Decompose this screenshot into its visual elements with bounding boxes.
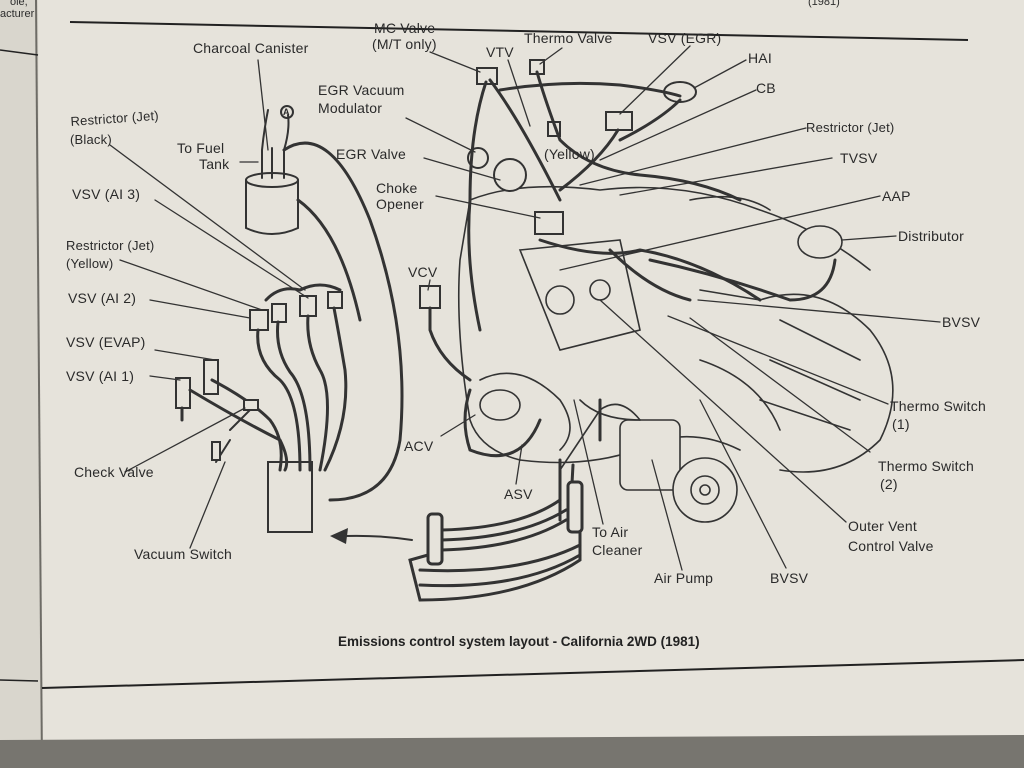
desk-surface [0,735,1024,768]
marker-a-label: A [283,107,290,117]
marker-a-circle [280,105,294,119]
vsv-hoses [180,283,348,472]
label-thermo-valve: Thermo Valve [524,30,613,46]
label-thermo-switch-2a: Thermo Switch [878,458,974,474]
label-hai: HAI [748,50,772,66]
canister-hoses [282,141,404,502]
label-vcv: VCV [408,264,438,280]
label-vsv-egr: VSV (EGR) [648,30,722,46]
label-bvsv-right: BVSV [942,314,981,330]
label-distributor: Distributor [898,228,964,244]
left-page-rule [0,49,39,56]
label-charcoal-canister: Charcoal Canister [193,40,309,56]
label-vsv-evap: VSV (EVAP) [66,334,146,350]
label-tvsv: TVSV [840,150,878,166]
label-restrictor-jet: Restrictor (Jet) [806,120,895,135]
vacuum-switch [211,439,231,463]
label-to-air-cleaner-2: Cleaner [592,542,643,558]
label-to-fuel-tank-2: Tank [199,156,230,172]
label-vsv-ai2: VSV (AI 2) [68,290,137,306]
label-thermo-switch-1b: (1) [892,416,910,432]
left-page-text-1: ole, [10,0,28,8]
label-yellow: (Yellow) [544,146,595,162]
figure-caption: Emissions control system layout - Califo… [338,634,700,649]
engine-block [457,185,894,523]
left-page-rule-bottom [0,679,39,682]
label-thermo-switch-1a: Thermo Switch [890,398,986,414]
leader-lines [109,45,941,571]
label-air-pump: Air Pump [654,570,714,586]
label-to-fuel-tank-1: To Fuel [177,140,225,156]
label-egr-vacuum-modulator-2: Modulator [318,100,383,116]
label-vsv-ai1: VSV (AI 1) [66,368,135,384]
vsv-bank [175,291,343,533]
label-asv: ASV [504,486,533,502]
label-aap: AAP [882,188,911,204]
label-thermo-switch-2b: (2) [880,476,898,492]
top-hoses [467,70,837,332]
label-egr-vacuum-modulator-1: EGR Vacuum [318,82,405,98]
label-vsv-ai3: VSV (AI 3) [72,186,141,202]
label-outer-vent-2: Control Valve [848,538,934,554]
check-valve [229,399,259,431]
label-vtv: VTV [486,44,514,60]
vcv [419,285,472,382]
page-paper [35,0,1024,768]
label-restrictor-yellow-2: (Yellow) [66,256,114,271]
left-page-text-2: acturer [0,8,35,20]
label-vacuum-switch: Vacuum Switch [134,546,233,562]
hose-bundle [408,480,584,602]
top-right-page-text: (1981) [808,0,840,8]
label-restrictor-yellow-1: Restrictor (Jet) [66,238,155,253]
label-check-valve: Check Valve [74,464,154,480]
label-cb: CB [756,80,776,96]
top-components [467,59,697,235]
label-choke-opener-1: Choke [376,180,418,196]
label-acv: ACV [404,438,434,454]
direction-arrow [330,528,413,544]
charcoal-canister [245,109,299,235]
label-restrictor-black-2: (Black) [70,132,112,147]
label-mc-valve-1: MC Valve [374,20,436,36]
label-to-air-cleaner-1: To Air [592,524,629,540]
label-egr-valve: EGR Valve [336,146,407,162]
left-page-edge [0,0,42,768]
label-mc-valve-2: (M/T only) [372,36,437,52]
label-bvsv-bottom: BVSV [770,570,809,586]
top-rule [69,21,969,41]
label-outer-vent-1: Outer Vent [848,518,917,534]
label-choke-opener-2: Opener [376,196,424,212]
page-gutter [35,0,43,768]
bottom-rule [41,659,1024,689]
